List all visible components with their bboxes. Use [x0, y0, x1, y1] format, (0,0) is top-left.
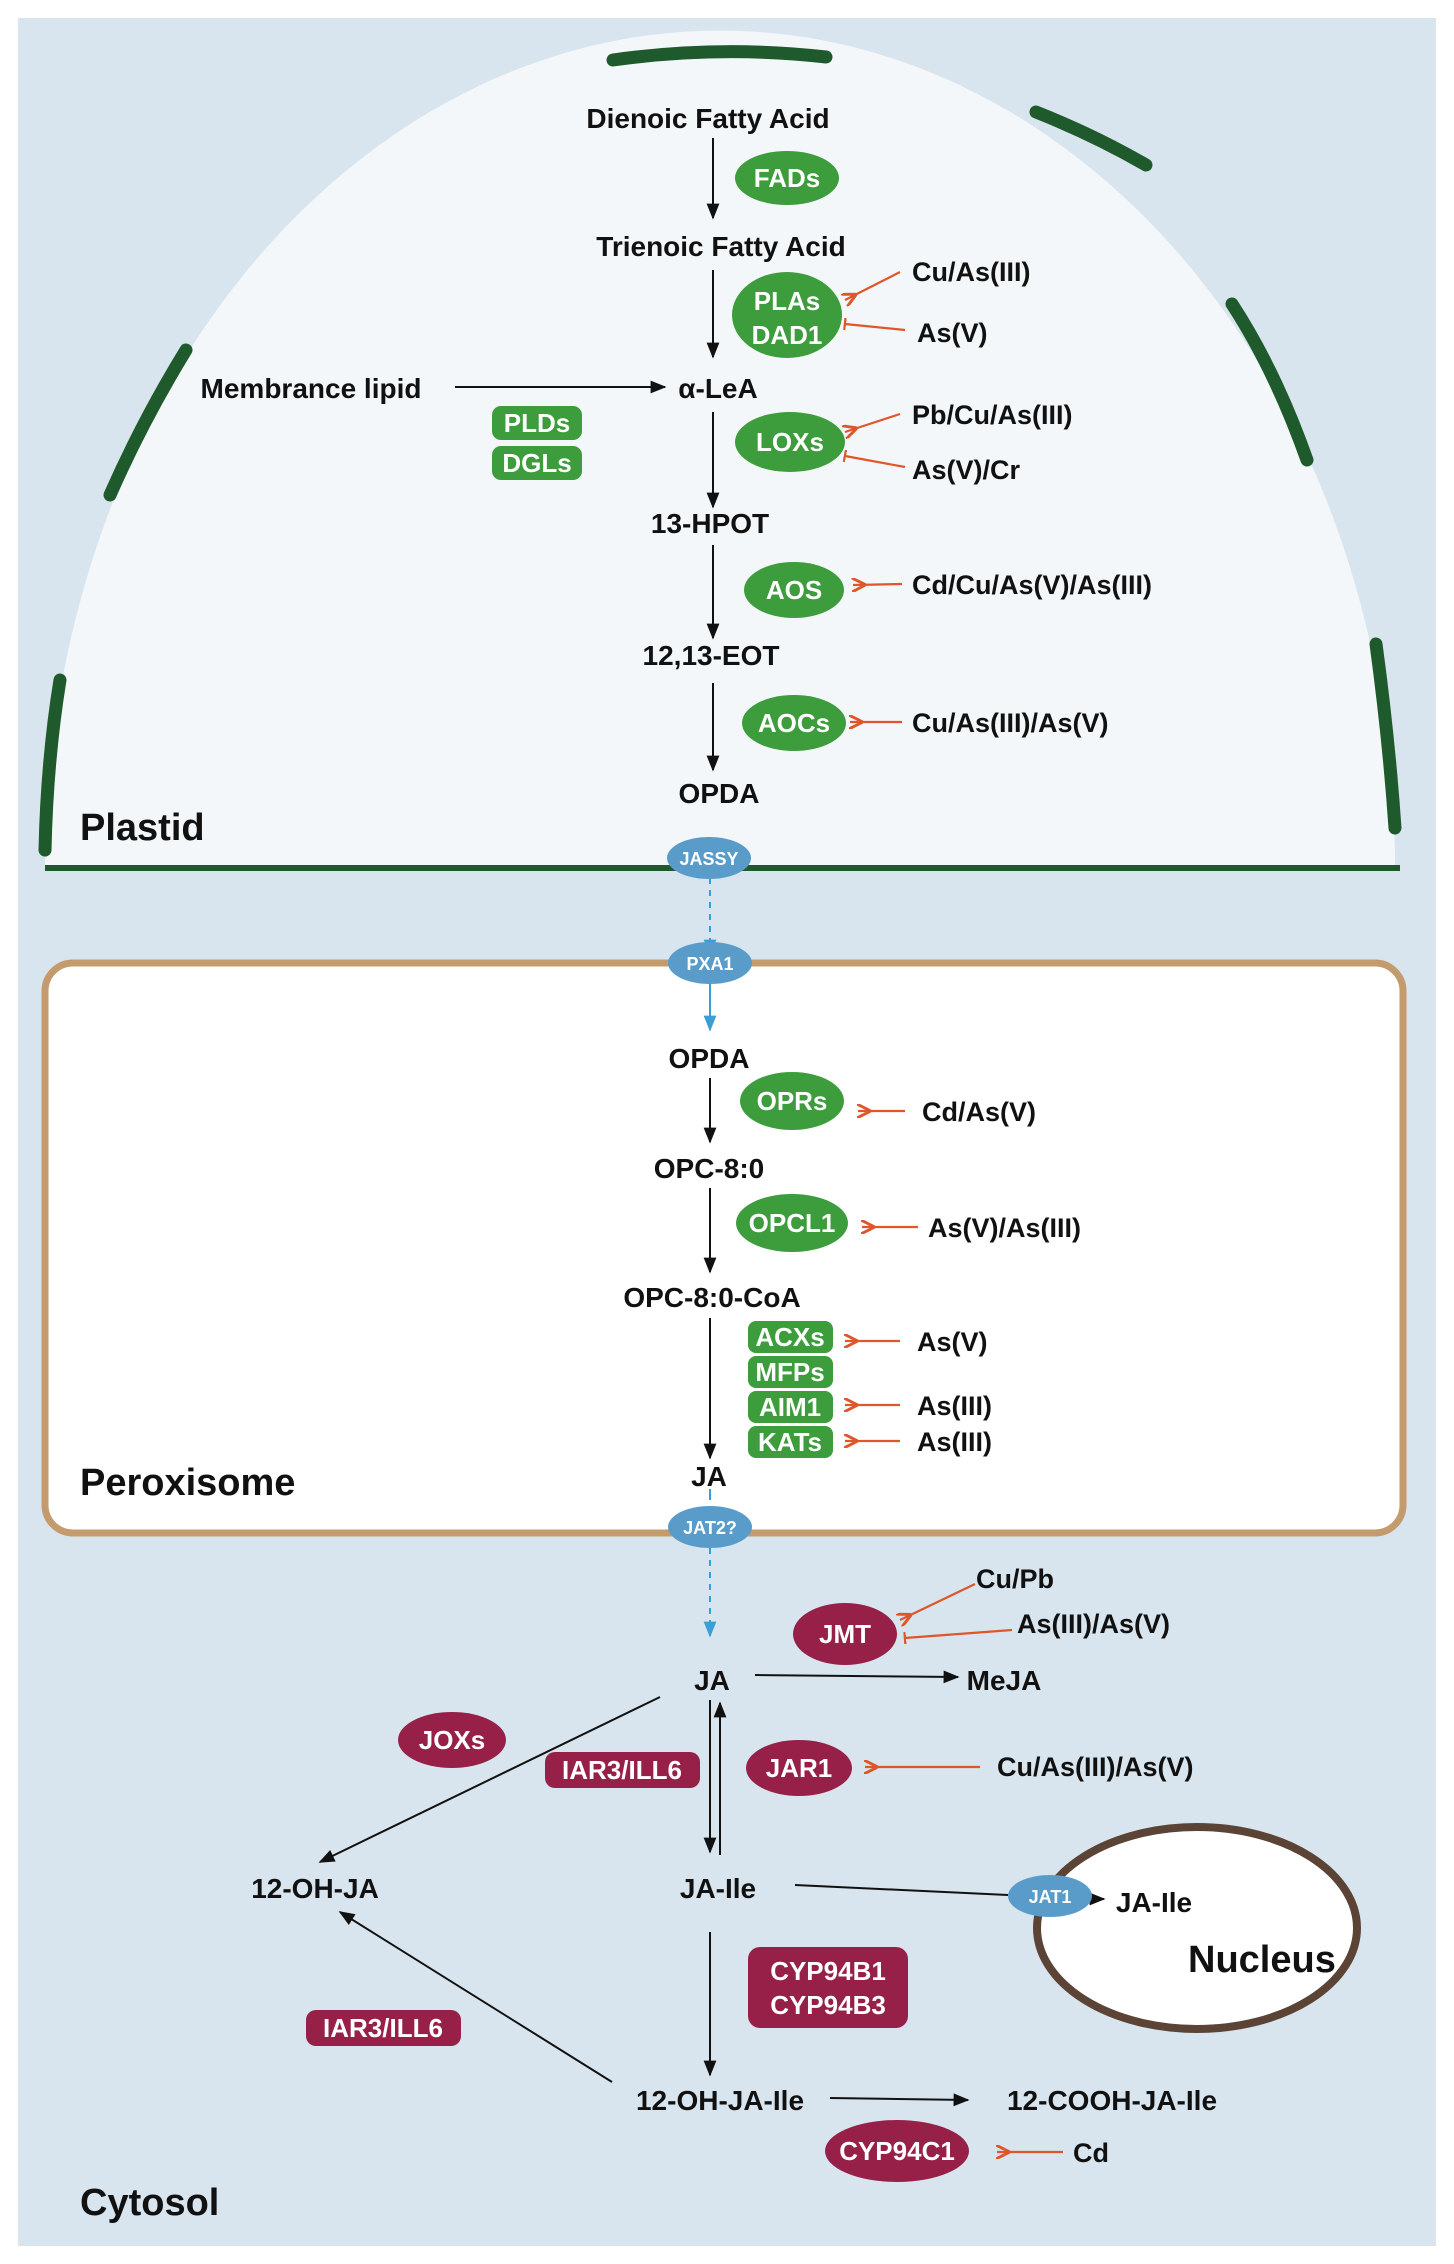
- svg-text:JOXs: JOXs: [419, 1725, 486, 1755]
- enzyme-iar3-ill6-lower: IAR3/ILL6: [306, 2010, 461, 2046]
- nucleus-compartment: [1033, 1823, 1361, 2033]
- region-label-nucleus: Nucleus: [1188, 1939, 1336, 1981]
- svg-text:DGLs: DGLs: [502, 448, 571, 478]
- metal-label-jmt-activator: Cu/Pb: [976, 1564, 1054, 1594]
- enzyme-acxs: ACXs: [748, 1321, 833, 1353]
- enzyme-loxs: LOXs: [735, 412, 845, 472]
- enzyme-joxs: JOXs: [398, 1712, 506, 1768]
- metal-label-plas-activator: Cu/As(III): [912, 257, 1031, 287]
- enzyme-oprs: OPRs: [740, 1072, 844, 1130]
- metal-label-oprs: Cd/As(V): [922, 1097, 1036, 1127]
- enzyme-kats: KATs: [748, 1426, 833, 1458]
- svg-text:FADs: FADs: [754, 163, 820, 193]
- metal-label-loxs-inhibitor: As(V)/Cr: [912, 455, 1021, 485]
- metal-label-aos: Cd/Cu/As(V)/As(III): [912, 570, 1152, 600]
- metal-label-kats: As(III): [917, 1427, 992, 1457]
- svg-text:AOCs: AOCs: [758, 708, 830, 738]
- compound-trienoic-fatty-acid: Trienoic Fatty Acid: [596, 231, 845, 262]
- compound-12-oh-ja: 12-OH-JA: [251, 1873, 379, 1904]
- svg-text:PLDs: PLDs: [504, 408, 570, 438]
- enzyme-dgls: DGLs: [492, 446, 582, 480]
- enzyme-fads: FADs: [735, 151, 839, 205]
- metal-label-aocs: Cu/As(III)/As(V): [912, 708, 1109, 738]
- compound-opda-peroxisome: OPDA: [669, 1043, 750, 1074]
- compound-13-hpot: 13-HPOT: [651, 508, 769, 539]
- enzyme-dad1-label: DAD1: [752, 320, 823, 350]
- svg-text:MFPs: MFPs: [755, 1357, 824, 1387]
- compound-ja-peroxisome: JA: [691, 1461, 727, 1492]
- svg-text:OPCL1: OPCL1: [749, 1208, 836, 1238]
- svg-text:AIM1: AIM1: [759, 1392, 821, 1422]
- metal-label-opcl1: As(V)/As(III): [928, 1213, 1081, 1243]
- compound-ja-ile: JA-Ile: [680, 1873, 756, 1904]
- enzyme-aos: AOS: [744, 562, 844, 618]
- enzyme-plas-dad1: PLAs DAD1: [732, 272, 842, 358]
- svg-text:KATs: KATs: [758, 1427, 822, 1457]
- compound-membrane-lipid: Membrance lipid: [201, 373, 422, 404]
- svg-text:JAT1: JAT1: [1029, 1887, 1072, 1907]
- enzyme-plas-label: PLAs: [754, 286, 820, 316]
- region-label-cytosol: Cytosol: [80, 2182, 219, 2224]
- svg-text:JMT: JMT: [819, 1619, 871, 1649]
- enzyme-cyp94b1-cyp94b3: CYP94B1 CYP94B3: [748, 1947, 908, 2028]
- metal-label-aim1: As(III): [917, 1391, 992, 1421]
- enzyme-jmt: JMT: [793, 1603, 897, 1665]
- svg-text:LOXs: LOXs: [756, 427, 824, 457]
- svg-text:IAR3/ILL6: IAR3/ILL6: [323, 2013, 443, 2043]
- svg-text:ACXs: ACXs: [755, 1322, 824, 1352]
- enzyme-aim1: AIM1: [748, 1391, 833, 1423]
- transporter-jassy: JASSY: [667, 837, 751, 879]
- enzyme-jar1: JAR1: [746, 1740, 852, 1796]
- svg-text:OPRs: OPRs: [757, 1086, 828, 1116]
- transporter-jat2: JAT2?: [668, 1506, 752, 1548]
- svg-text:JASSY: JASSY: [679, 849, 738, 869]
- enzyme-iar3-ill6-upper: IAR3/ILL6: [545, 1752, 700, 1788]
- compound-ja-ile-nucleus: JA-Ile: [1116, 1887, 1192, 1918]
- transporter-pxa1: PXA1: [668, 942, 752, 984]
- metal-label-cyp94c1: Cd: [1073, 2138, 1109, 2168]
- metal-label-plas-inhibitor: As(V): [917, 318, 988, 348]
- metal-label-jar1: Cu/As(III)/As(V): [997, 1752, 1194, 1782]
- enzyme-plds: PLDs: [492, 406, 582, 440]
- transporter-jat1: JAT1: [1008, 1875, 1092, 1917]
- svg-text:CYP94C1: CYP94C1: [839, 2136, 955, 2166]
- compound-12-cooh-ja-ile: 12-COOH-JA-Ile: [1007, 2085, 1217, 2116]
- compound-opda-plastid: OPDA: [679, 778, 760, 809]
- compound-alpha-lea: α-LeA: [678, 373, 757, 404]
- enzyme-mfps: MFPs: [748, 1356, 833, 1388]
- metal-regulation-arrows: [845, 271, 1063, 2152]
- compound-opc-8-0: OPC-8:0: [654, 1153, 764, 1184]
- enzyme-opcl1: OPCL1: [736, 1194, 848, 1252]
- svg-text:JAR1: JAR1: [766, 1753, 832, 1783]
- compound-12-oh-ja-ile: 12-OH-JA-Ile: [636, 2085, 804, 2116]
- region-label-peroxisome: Peroxisome: [80, 1462, 295, 1504]
- metal-label-jmt-inhibitor: As(III)/As(V): [1017, 1609, 1170, 1639]
- svg-text:IAR3/ILL6: IAR3/ILL6: [562, 1755, 682, 1785]
- metal-label-acxs: As(V): [917, 1327, 988, 1357]
- region-label-plastid: Plastid: [80, 807, 205, 849]
- metal-label-loxs-activator: Pb/Cu/As(III): [912, 400, 1073, 430]
- compound-ja-cytosol: JA: [694, 1665, 730, 1696]
- pathway-arrows: [318, 138, 1106, 2107]
- svg-text:PXA1: PXA1: [686, 954, 733, 974]
- enzyme-aocs: AOCs: [742, 695, 846, 751]
- enzyme-cyp94b1-label: CYP94B1: [770, 1956, 886, 1986]
- compound-meja: MeJA: [967, 1665, 1042, 1696]
- compound-12-13-eot: 12,13-EOT: [643, 640, 780, 671]
- compound-dienoic-fatty-acid: Dienoic Fatty Acid: [586, 103, 829, 134]
- enzyme-cyp94c1: CYP94C1: [825, 2120, 969, 2182]
- svg-text:AOS: AOS: [766, 575, 822, 605]
- plastid-envelope-segments: [38, 45, 1402, 857]
- plastid-compartment: [45, 30, 1396, 869]
- compound-opc-8-0-coa: OPC-8:0-CoA: [623, 1282, 800, 1313]
- enzyme-cyp94b3-label: CYP94B3: [770, 1990, 886, 2020]
- svg-text:JAT2?: JAT2?: [683, 1518, 737, 1538]
